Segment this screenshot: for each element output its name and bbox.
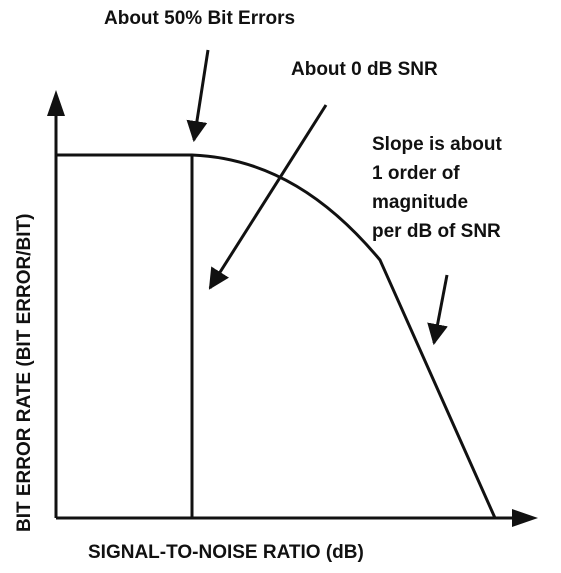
slope-annotation-line-2: 1 order of	[372, 163, 460, 184]
slope-annotation-line-3: magnitude	[372, 192, 468, 213]
bit-errors-arrow	[186, 49, 210, 143]
bit-errors-annotation: About 50% Bit Errors	[104, 8, 295, 29]
x-axis-arrowhead	[512, 509, 538, 527]
x-axis-label: SIGNAL-TO-NOISE RATIO (dB)	[88, 542, 364, 563]
zero-snr-arrow	[208, 104, 328, 290]
ber-curve	[56, 153, 497, 519]
slope-annotation-line-1: Slope is about	[372, 134, 503, 155]
slope-annotation-line-4: per dB of SNR	[372, 221, 501, 242]
y-axis-arrowhead	[47, 90, 65, 116]
slope-arrow	[427, 274, 449, 346]
y-axis-label: BIT ERROR RATE (BIT ERROR/BIT)	[14, 214, 35, 532]
zero-snr-annotation: About 0 dB SNR	[291, 59, 438, 80]
